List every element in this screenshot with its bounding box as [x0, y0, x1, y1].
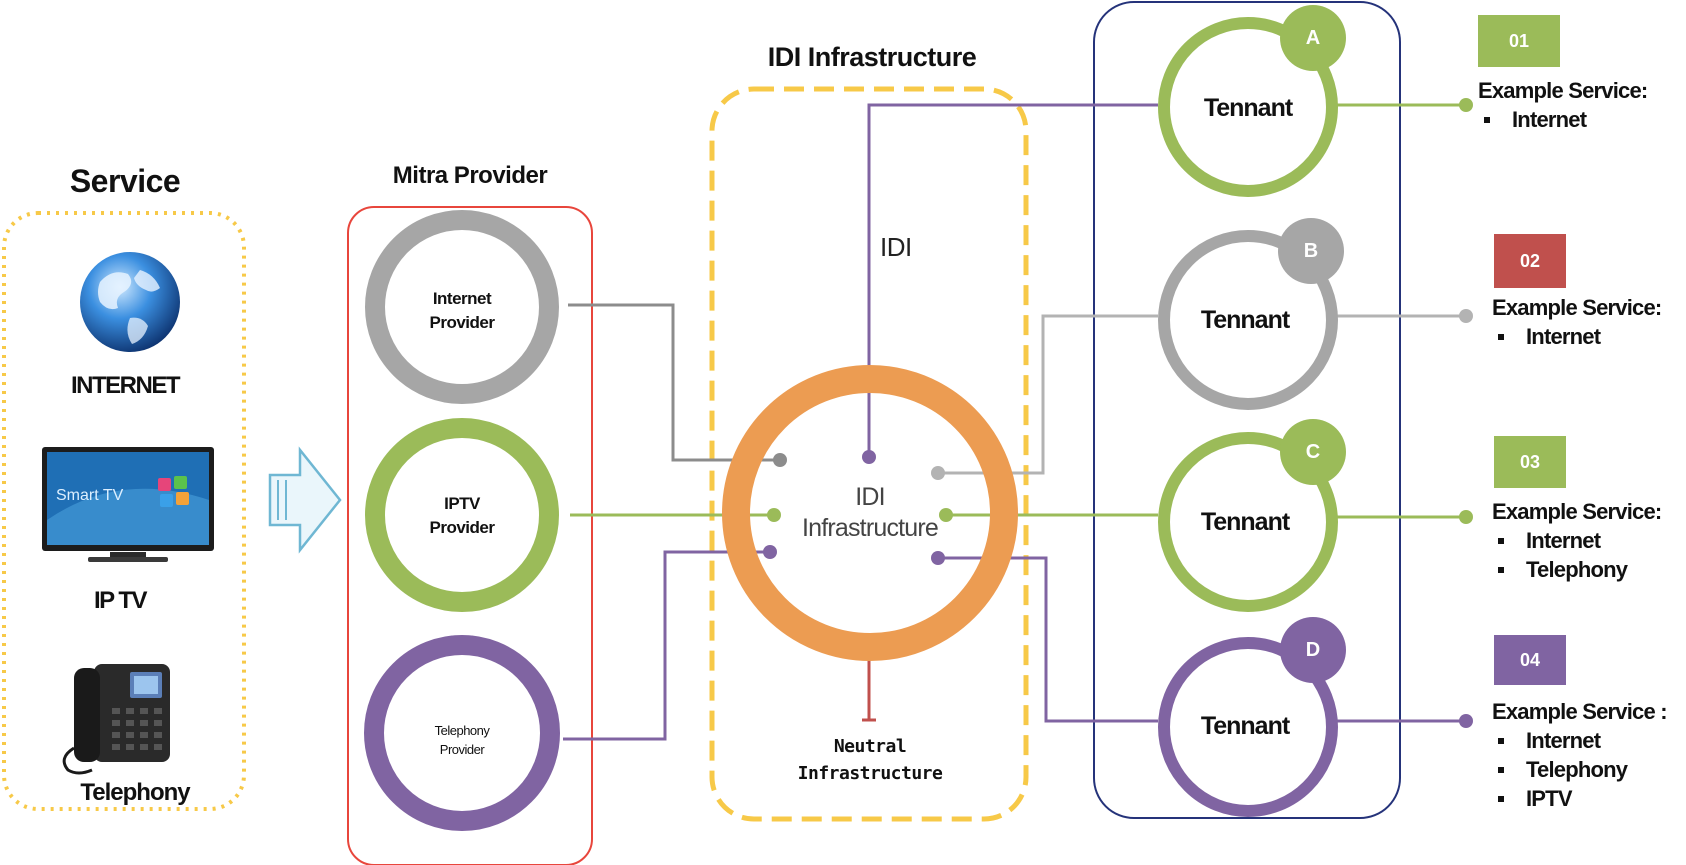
neutral-line2: Infrastructure: [797, 763, 943, 784]
tenant-a-label: Tennant: [1203, 94, 1293, 122]
example-03-badge: 03: [1494, 436, 1566, 488]
example-01-badge: 01: [1478, 15, 1560, 67]
example-02-item-1: Internet: [1492, 322, 1661, 351]
telephony-provider-label: Telephony Provider: [402, 721, 522, 759]
internet-provider-circle: [365, 210, 559, 404]
iptv-provider-line2: Provider: [429, 518, 495, 537]
tenant-d-badge: D: [1280, 617, 1346, 683]
example-03-service: Example Service: Internet Telephony: [1492, 497, 1662, 584]
example-02-service: Example Service: Internet: [1492, 293, 1662, 351]
tenant-b-badge: B: [1278, 218, 1344, 284]
telephony-provider-line2: Provider: [439, 742, 485, 757]
neutral-infrastructure-label: Neutral Infrastructure: [770, 733, 970, 787]
example-02-heading: Example Service:: [1492, 295, 1662, 320]
connector-telephony-provider: [563, 550, 770, 741]
internet-provider-label: Internet Provider: [402, 287, 522, 335]
example-03-item-2: Telephony: [1492, 555, 1661, 584]
idi-center-label: IDI Infrastructure: [770, 482, 970, 544]
idi-center-line1: IDI: [855, 483, 885, 511]
service-telephony-label: Telephony: [80, 779, 190, 806]
example-01-item-1: Internet: [1478, 105, 1647, 134]
example-01-service: Example Service: Internet: [1478, 76, 1648, 134]
idi-center-line2: Infrastructure: [801, 514, 939, 542]
internet-provider-line1: Internet: [432, 289, 492, 308]
tenant-a-badge: A: [1280, 5, 1346, 71]
tenant-c-label: Tennant: [1200, 508, 1290, 536]
connector-tenant-b: [938, 314, 1158, 475]
tenant-b-label: Tennant: [1200, 306, 1290, 334]
example-02-badge: 02: [1494, 234, 1566, 288]
telephony-provider-circle: [364, 635, 560, 831]
example-01-heading: Example Service:: [1478, 78, 1648, 103]
example-04-item-3: IPTV: [1492, 784, 1667, 813]
idi-group-box: [709, 86, 1029, 822]
connector-tenant-a: [867, 103, 1158, 457]
example-04-heading: Example Service :: [1492, 699, 1668, 724]
service-title: Service: [69, 163, 181, 199]
iptv-provider-circle: [365, 418, 559, 612]
tenant-group-box: [1093, 1, 1401, 819]
iptv-provider-line1: IPTV: [444, 494, 480, 513]
service-internet-label: INTERNET: [71, 372, 181, 399]
service-group-box: [2, 211, 246, 811]
flow-arrow-icon: [268, 446, 342, 554]
neutral-line1: Neutral: [833, 736, 907, 757]
tenant-a-circle: [1158, 17, 1338, 197]
example-04-badge: 04: [1494, 635, 1566, 685]
iptv-provider-label: IPTV Provider: [402, 492, 522, 540]
mitra-provider-title: Mitra Provider: [392, 162, 548, 189]
idi-infrastructure-circle: [722, 365, 1018, 661]
service-iptv-label: IP TV: [93, 587, 148, 614]
example-04-item-1: Internet: [1492, 726, 1667, 755]
globe-icon: [80, 252, 180, 352]
mitra-group-box: [347, 206, 593, 865]
internet-provider-line2: Provider: [429, 313, 495, 332]
idi-infrastructure-title: IDI Infrastructure: [767, 42, 977, 72]
example-04-service: Example Service : Internet Telephony IPT…: [1492, 697, 1668, 813]
idi-line-label: IDI: [880, 232, 912, 262]
tenant-b-circle: [1158, 230, 1338, 410]
desk-phone-icon: [62, 664, 170, 775]
example-03-item-1: Internet: [1492, 526, 1661, 555]
tenant-c-badge: C: [1280, 419, 1346, 485]
example-03-heading: Example Service:: [1492, 499, 1662, 524]
tenant-c-circle: [1158, 432, 1338, 612]
smart-tv-icon: [42, 447, 214, 562]
example-04-item-2: Telephony: [1492, 755, 1667, 784]
connector-internet-provider: [568, 303, 780, 462]
telephony-provider-line1: Telephony: [434, 723, 490, 738]
tenant-d-circle: [1158, 637, 1338, 817]
tenant-d-label: Tennant: [1200, 712, 1290, 740]
smart-tv-screen-text: Smart TV: [56, 487, 124, 504]
